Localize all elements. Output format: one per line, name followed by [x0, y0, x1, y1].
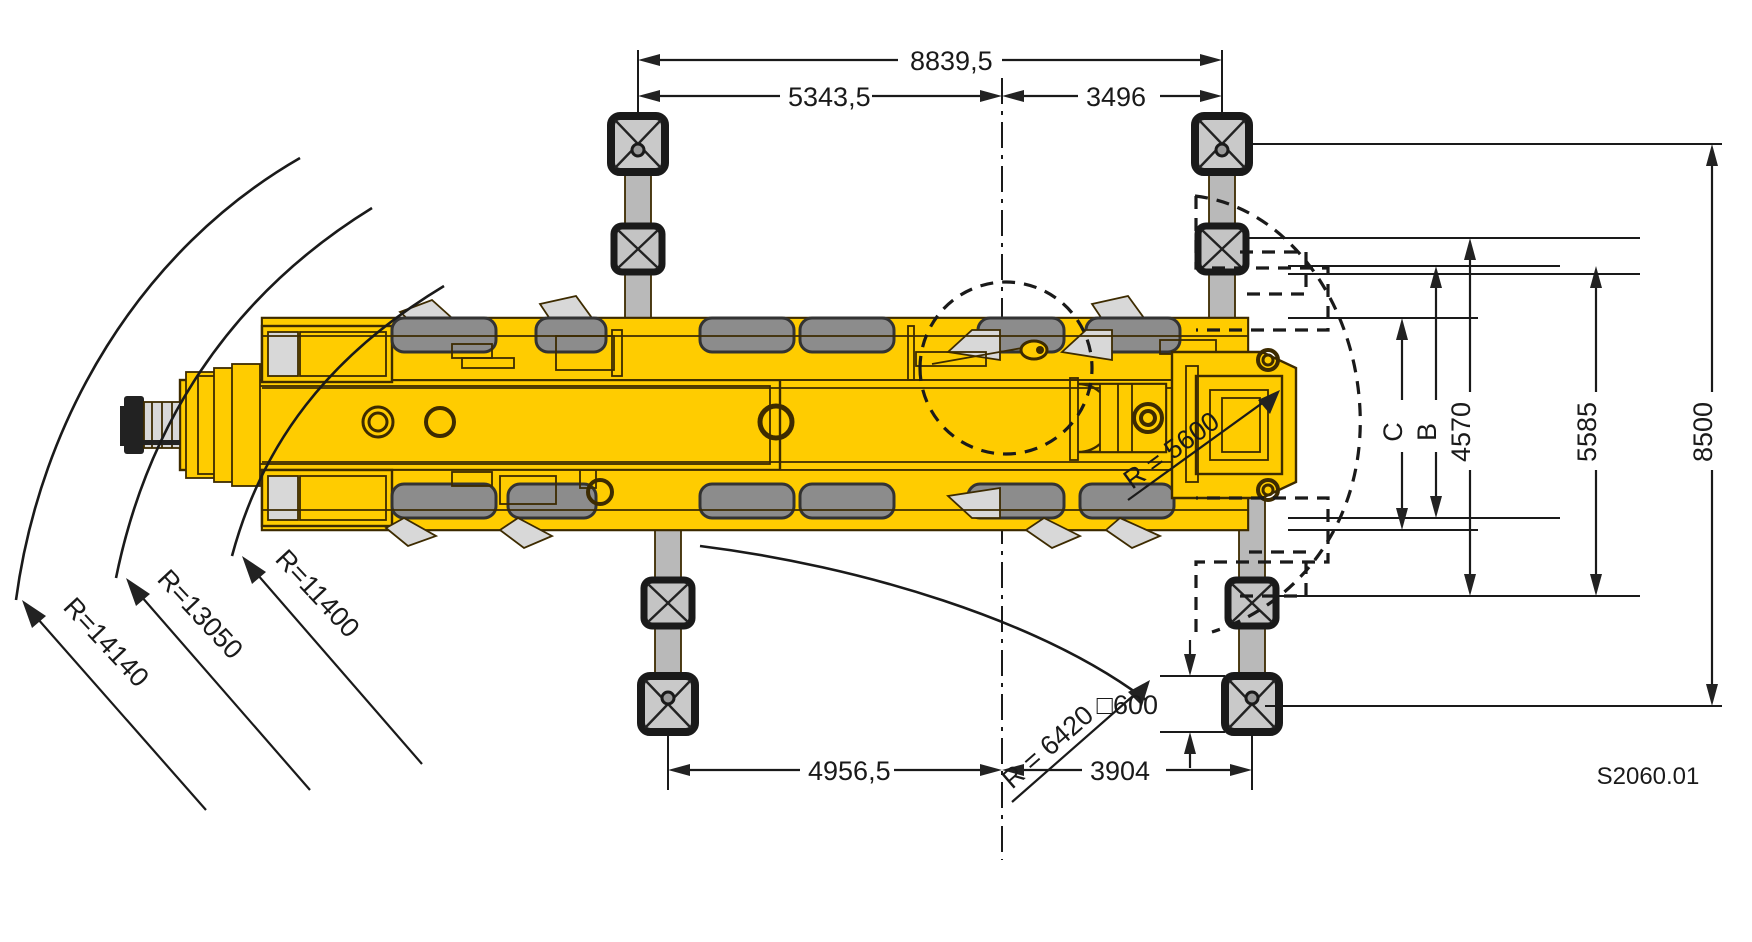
dimension-width-c-label: C — [1378, 422, 1408, 442]
tire-upper-2 — [534, 294, 608, 354]
telescopic-boom — [120, 363, 795, 487]
outrigger-collar-front-left — [610, 222, 666, 276]
outrigger-collar-rear-left — [640, 576, 696, 630]
turn-radius-arc-6420: R = 6420 — [699, 544, 1150, 803]
radius-label-6420: R = 6420 — [996, 699, 1099, 794]
radius-label-14140: R=14140 — [58, 592, 155, 693]
tire-upper-3 — [698, 316, 796, 354]
dimension-width-b-label: B — [1412, 423, 1442, 441]
dimension-rear-top: 3496 — [1002, 82, 1222, 112]
crane-chassis — [120, 294, 1298, 550]
dimension-width-4570: 4570 — [1446, 238, 1476, 596]
dimension-front-top-label: 5343,5 — [788, 82, 871, 112]
radius-label-11400: R=11400 — [270, 544, 366, 644]
outrigger-pad-rear-right — [1221, 672, 1283, 736]
tire-upper-4 — [798, 316, 896, 354]
winch-drum — [1069, 377, 1168, 461]
radius-leader-11400: R=11400 — [242, 544, 423, 765]
outrigger-rear-right — [1221, 489, 1283, 736]
rear-turret-assembly — [1170, 348, 1298, 502]
right-dimension-group: C B 4570 5585 — [1249, 143, 1722, 707]
dimension-width-5585-label: 5585 — [1572, 402, 1602, 462]
tire-lower-6 — [1078, 482, 1176, 550]
pad-size-dimension: □600 — [1097, 640, 1225, 768]
drawing-code: S2060.01 — [1597, 763, 1700, 790]
dimension-width-8500-label: 8500 — [1688, 402, 1718, 462]
pad-size-label: □600 — [1097, 690, 1158, 720]
radius-label-13050: R=13050 — [152, 564, 249, 665]
outrigger-collar-front-right — [1194, 222, 1250, 276]
dimension-width-4570-label: 4570 — [1446, 402, 1476, 462]
dimension-width-8500: 8500 — [1688, 144, 1718, 706]
bottom-dimension-group: 4956,5 3904 — [667, 715, 1253, 790]
tire-lower-3 — [698, 482, 796, 520]
turn-radius-arcs-left — [14, 156, 445, 601]
dimension-rear-bottom-label: 3904 — [1090, 756, 1150, 786]
dimension-width-c: C — [1378, 318, 1408, 530]
hydraulic-detail — [931, 339, 1049, 365]
outrigger-pad-rear-left — [637, 672, 699, 736]
radius-leader-14140: R=14140 — [22, 592, 207, 811]
dimension-rear-top-label: 3496 — [1086, 82, 1146, 112]
tire-lower-2 — [498, 482, 598, 550]
tire-lower-4 — [798, 482, 896, 520]
deck-equipment-details — [262, 325, 1248, 511]
tires-upper — [390, 294, 1182, 362]
dimension-width-5585: 5585 — [1572, 266, 1602, 596]
dimension-total-top: 8839,5 — [638, 46, 1222, 76]
outrigger-front-right — [1191, 112, 1253, 476]
radius-leaders-left: R=14140 R=13050 R=11400 — [22, 544, 423, 811]
dimension-rear-bottom: 3904 — [1002, 756, 1252, 786]
radius-leader-13050: R=13050 — [126, 564, 311, 791]
dimension-width-b: B — [1412, 266, 1442, 518]
dimension-front-bottom-label: 4956,5 — [808, 756, 891, 786]
dimension-front-top: 5343,5 — [638, 82, 1002, 112]
outrigger-collar-rear-right — [1224, 576, 1280, 630]
outrigger-pad-front-right — [1191, 112, 1253, 176]
dimension-total-top-label: 8839,5 — [910, 46, 993, 76]
dimension-front-bottom: 4956,5 — [668, 756, 1002, 786]
tire-lower-1 — [384, 482, 498, 548]
outrigger-pad-front-left — [607, 112, 669, 176]
top-dimension-group: 8839,5 5343,5 3496 — [637, 46, 1223, 130]
swing-envelope-dashed — [918, 194, 1362, 634]
